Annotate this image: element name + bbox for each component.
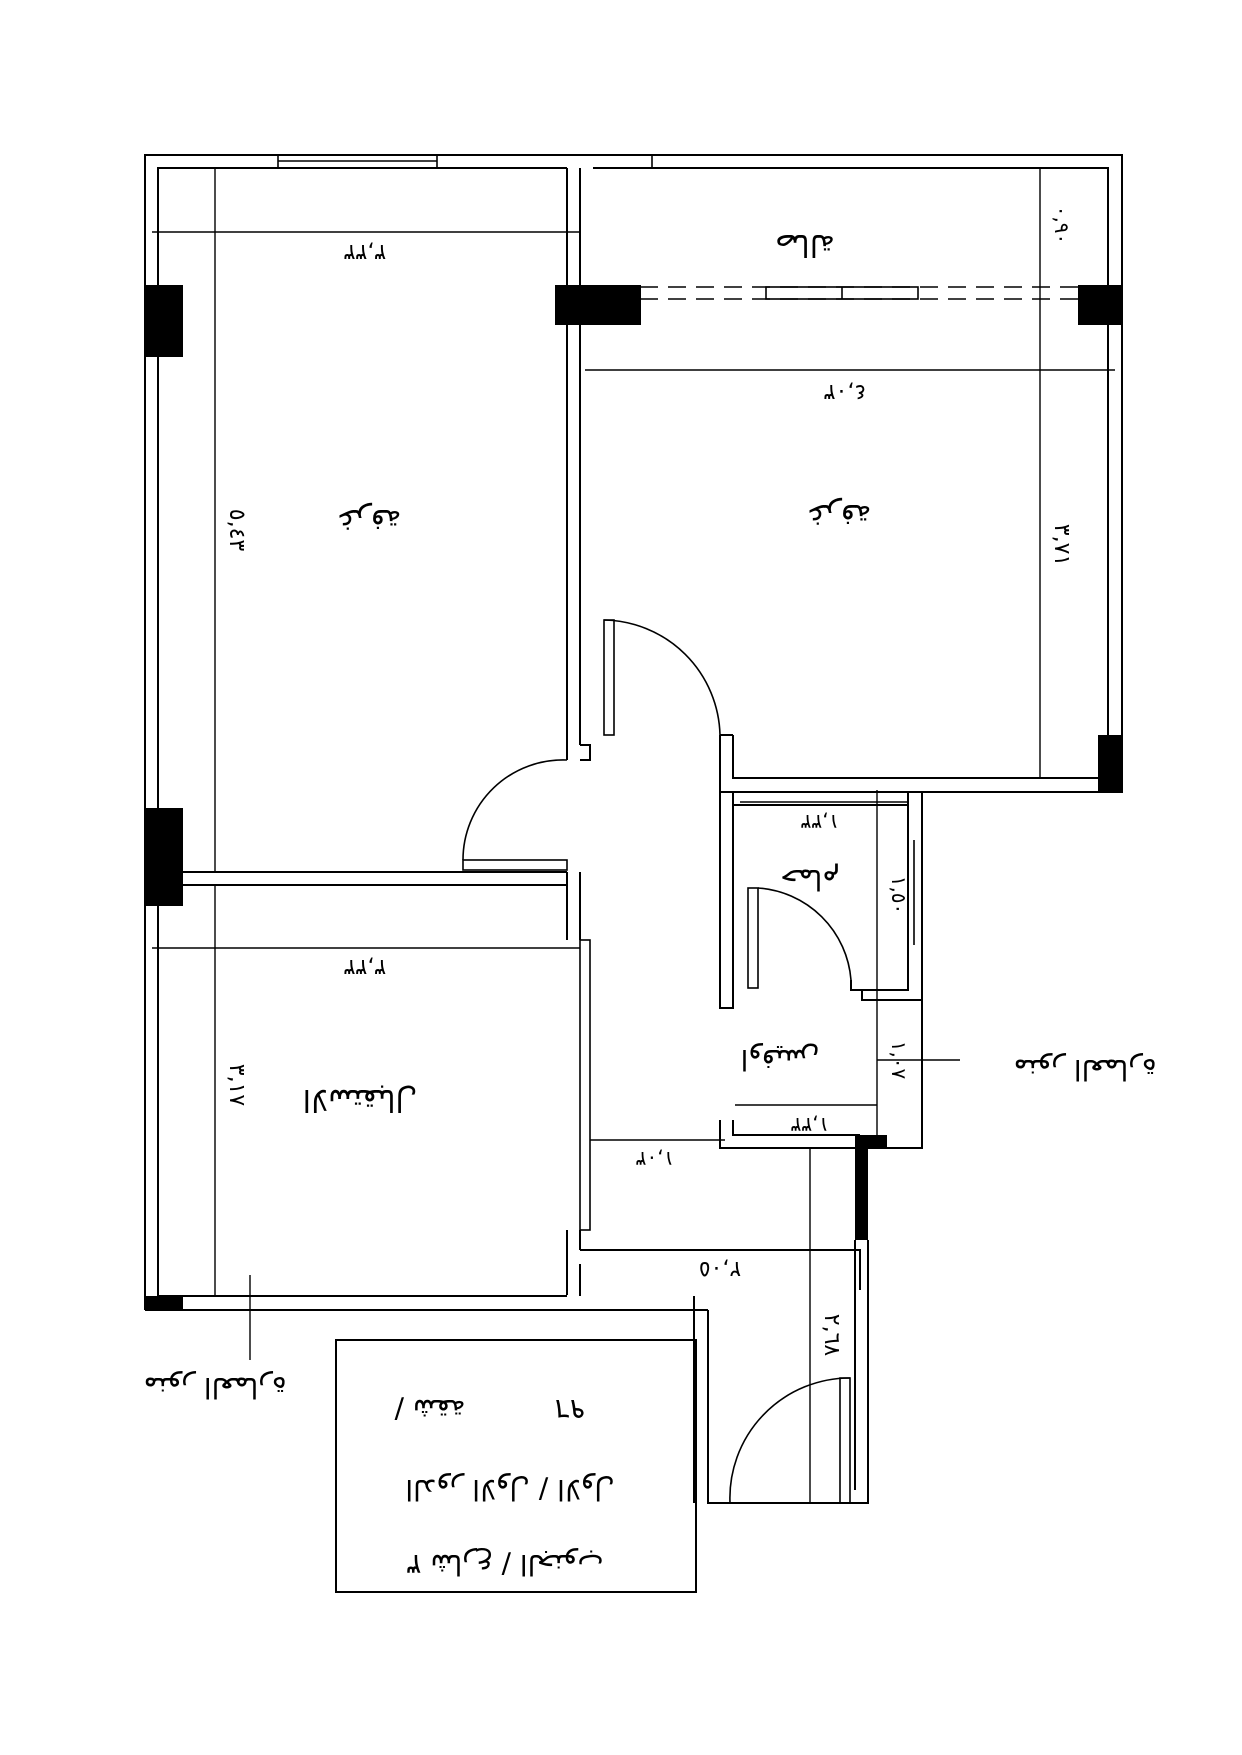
room-label-bedroom-right: غرفة bbox=[809, 497, 872, 532]
dim-bath-width: ١,٣٣ bbox=[800, 810, 839, 834]
light-well-label-right: منور العمارة bbox=[1013, 1053, 1156, 1086]
room-label-bathroom: حمام bbox=[780, 863, 839, 896]
dim-entry-depth: ٢,٦٨ bbox=[819, 1314, 844, 1357]
info-line1-right: ٩٦ bbox=[555, 1393, 585, 1426]
info-line2: الدور الاول / الاول bbox=[405, 1473, 614, 1506]
dimension-lines bbox=[152, 168, 1115, 1503]
room-label-reception: الاستقبال bbox=[303, 1082, 418, 1117]
info-line3: ٣ شارع / الجنوب bbox=[406, 1548, 603, 1581]
room-label-office: اوفيس bbox=[741, 1043, 820, 1076]
info-line1-left: شقة / bbox=[394, 1393, 466, 1426]
dim-right-room-height: ٣,٧١ bbox=[1049, 524, 1074, 566]
dimension-labels: ٣,٣٣ ٠,٩٠ ٤,٠٣ ٥,٤٣ ٣,٧١ ١,٣٣ ١,٥٠ ٣,٣٣ … bbox=[224, 206, 1074, 1357]
dim-bath-height: ١,٥٠ bbox=[887, 876, 911, 915]
walls bbox=[144, 154, 1123, 1504]
info-box: شقة / ٩٦ الدور الاول / الاول ٣ شارع / ال… bbox=[335, 1339, 697, 1593]
dim-office-width: ١,٣٣ bbox=[790, 1113, 829, 1137]
room-labels: صالة غرفة غرفة حمام اوفيس الاستقبال bbox=[303, 227, 872, 1117]
room-label-bedroom-left: غرفة bbox=[339, 502, 402, 537]
dim-top-left: ٣,٣٣ bbox=[344, 239, 387, 264]
dim-hall-depth: ٠,٩٠ bbox=[1050, 206, 1074, 245]
dim-left-room-height: ٥,٤٣ bbox=[224, 509, 249, 552]
columns bbox=[145, 285, 1122, 1310]
dim-corridor-width: ١,٠٣ bbox=[635, 1147, 674, 1171]
room-label-hall: صالة bbox=[775, 227, 835, 262]
annotations: منور العمارة منور العمارة bbox=[143, 1053, 1156, 1404]
dim-reception-width: ٣,٣٣ bbox=[344, 954, 387, 979]
dim-right-room-width: ٤,٠٣ bbox=[824, 379, 867, 404]
dim-office-height: ١,٠٧ bbox=[887, 1041, 911, 1080]
light-well-label-left: منور العمارة bbox=[143, 1371, 286, 1404]
dim-entry-width: ٢,٠٥ bbox=[699, 1256, 741, 1281]
dim-reception-height: ٣,١٧ bbox=[224, 1064, 249, 1107]
